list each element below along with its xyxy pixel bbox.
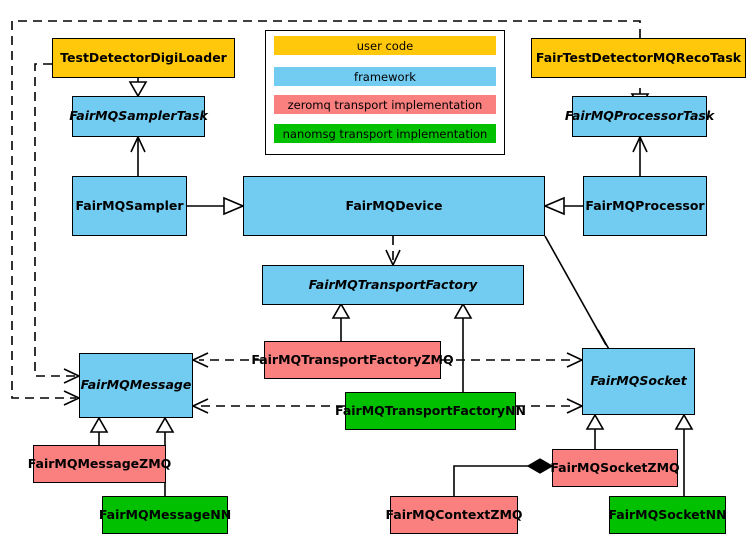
class-node-fairmqdevice[interactable]: FairMQDevice [243,176,545,236]
class-node-fairtestdetectormqrecotask[interactable]: FairTestDetectorMQRecoTask [531,38,746,78]
legend-swatch-user-code: user code [274,36,496,55]
edge-sampler-to-samplertask [130,135,146,176]
class-label-fairmqprocessor: FairMQProcessor [585,197,705,213]
edge-transportfactoryzmq-generalizes-transportfactory [331,302,351,341]
legend-label-nanomsg: nanomsg transport implementation [282,126,488,141]
legend-swatch-framework: framework [274,67,496,86]
edge-sampler-generalizes-device [187,196,246,216]
class-node-fairmqprocessor[interactable]: FairMQProcessor [583,176,707,236]
class-node-fairmqtransportfactory[interactable]: FairMQTransportFactory [262,265,524,305]
class-label-testdetectordigiloader: TestDetectorDigiLoader [60,49,227,65]
edge-socketnn-generalizes-socket [674,413,694,496]
legend-swatch-zeromq: zeromq transport implementation [274,95,496,114]
class-label-fairmqcontextzmq: FairMQContextZMQ [385,506,523,522]
edge-digiloader-generalizes-samplertask [128,77,148,98]
class-node-fairmqsocket[interactable]: FairMQSocket [582,348,695,415]
class-label-fairmqmessagezmq: FairMQMessageZMQ [27,455,172,471]
class-node-fairmqtransportfactorynn[interactable]: FairMQTransportFactoryNN [335,392,526,430]
edge-transportfactoryzmq-depends-message [191,352,264,368]
class-label-fairmqtransportfactorynn: FairMQTransportFactoryNN [335,402,526,418]
class-node-fairmqsocketnn[interactable]: FairMQSocketNN [608,496,727,534]
edge-transportfactorynn-depends-message [191,398,345,414]
edge-transportfactoryzmq-depends-socket [441,352,584,368]
class-label-fairmqsocket: FairMQSocket [590,373,687,389]
class-label-fairmqsocketzmq: FairMQSocketZMQ [550,459,680,475]
class-label-fairmqprocessortask: FairMQProcessorTask [564,108,715,124]
class-label-fairmqsamplertask: FairMQSamplerTask [69,108,208,124]
class-node-fairmqmessagenn[interactable]: FairMQMessageNN [99,496,231,534]
edge-processor-generalizes-device [542,196,583,216]
class-label-fairmqsocketnn: FairMQSocketNN [608,506,727,522]
legend-label-user-code: user code [356,38,414,53]
legend-label-framework: framework [354,69,416,84]
edge-socketzmq-composes-contextzmq [453,458,554,496]
legend-label-zeromq: zeromq transport implementation [287,97,483,112]
class-node-fairmqsocketzmq[interactable]: FairMQSocketZMQ [550,449,680,487]
class-node-fairmqtransportfactoryzmq[interactable]: FairMQTransportFactoryZMQ [251,341,454,379]
class-label-fairmqmessage: FairMQMessage [80,377,192,393]
legend-swatch-nanomsg: nanomsg transport implementation [274,124,496,143]
class-node-fairmqmessage[interactable]: FairMQMessage [79,353,193,418]
edge-processor-to-processortask [632,135,648,176]
class-label-fairmqtransportfactoryzmq: FairMQTransportFactoryZMQ [251,351,454,367]
class-label-fairtestdetectormqrecotask: FairTestDetectorMQRecoTask [535,49,742,65]
class-label-fairmqdevice: FairMQDevice [345,197,443,213]
class-node-fairmqmessagezmq[interactable]: FairMQMessageZMQ [28,445,171,483]
class-node-fairmqcontextzmq[interactable]: FairMQContextZMQ [385,496,523,534]
edge-device-depends-transportfactory [385,236,401,267]
class-label-fairmqtransportfactory: FairMQTransportFactory [308,276,478,292]
edge-transportfactorynn-generalizes-transportfactory [453,302,473,392]
class-label-fairmqmessagenn: FairMQMessageNN [98,506,232,522]
class-node-fairmqprocessortask[interactable]: FairMQProcessorTask [565,96,714,137]
class-node-testdetectordigiloader[interactable]: TestDetectorDigiLoader [52,38,235,78]
class-label-fairmqsampler: FairMQSampler [75,197,184,213]
class-node-fairmqsampler[interactable]: FairMQSampler [72,176,187,236]
edge-device-to-socket [544,235,612,353]
class-node-fairmqsamplertask[interactable]: FairMQSamplerTask [69,96,208,137]
edge-messagezmq-generalizes-message [89,416,109,445]
edge-socketzmq-generalizes-socket [585,413,605,449]
